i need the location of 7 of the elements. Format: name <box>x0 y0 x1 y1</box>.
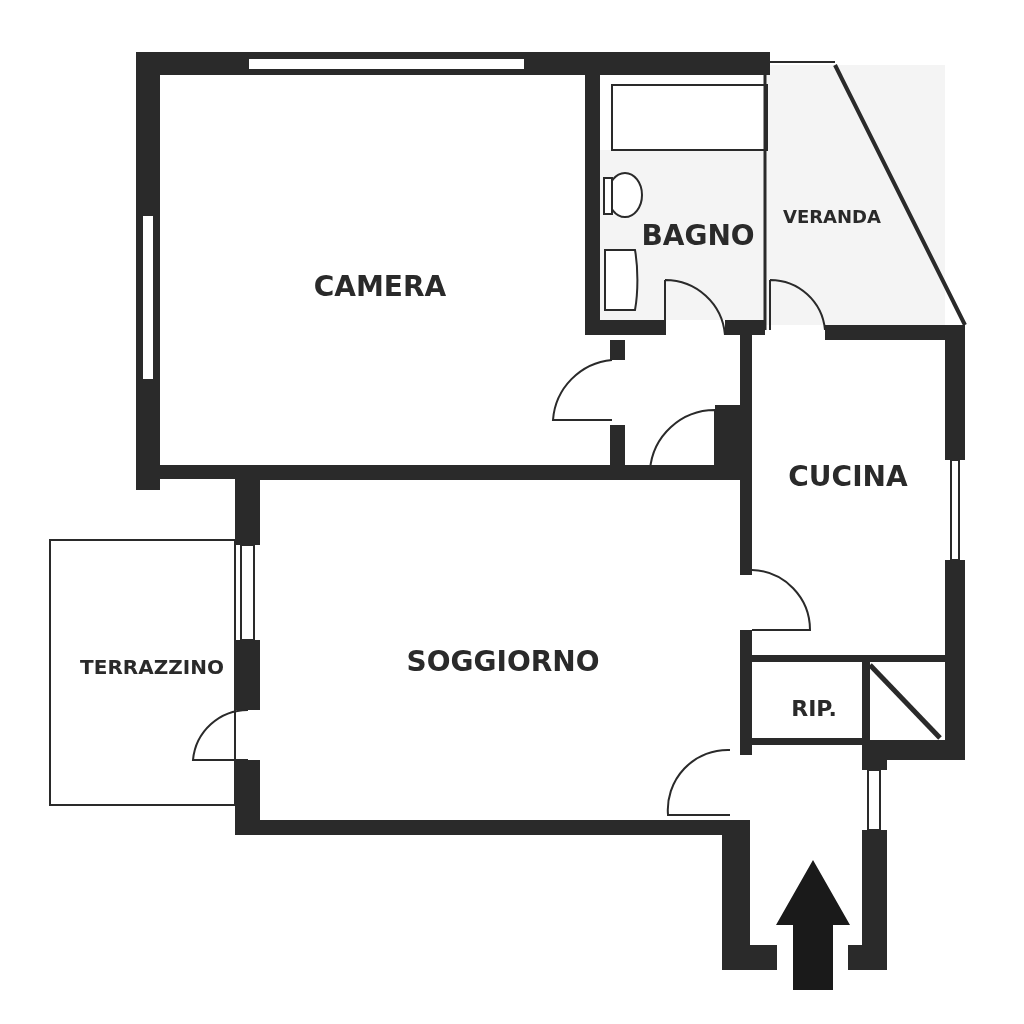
room-label: SOGGIORNO <box>406 644 600 678</box>
room-label: BAGNO <box>641 218 755 252</box>
room-label: TERRAZZINO <box>80 655 224 679</box>
room-label: CUCINA <box>788 459 908 493</box>
room-label: RIP. <box>791 695 837 721</box>
room-label: VERANDA <box>783 205 881 227</box>
room-label: CAMERA <box>313 269 447 303</box>
